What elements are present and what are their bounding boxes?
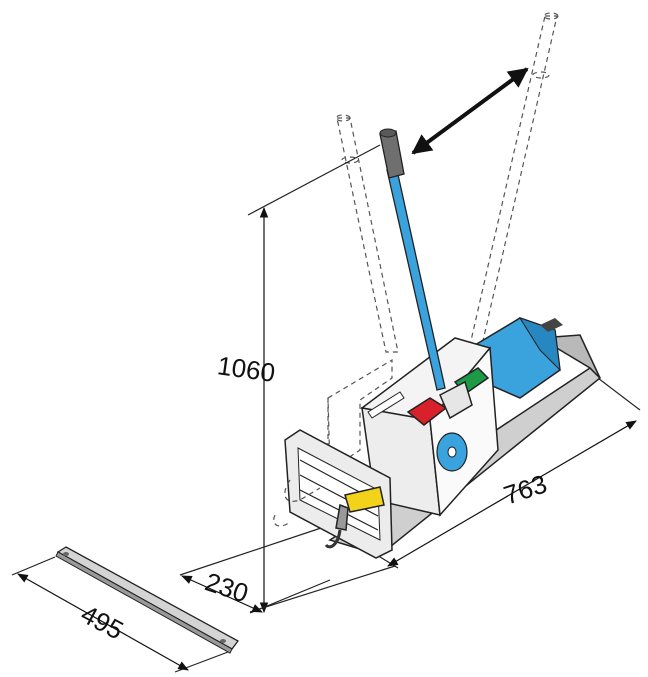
switch-panel [439, 380, 473, 420]
height-label: 1060 [216, 350, 277, 388]
width-label: 230 [202, 566, 253, 608]
length-label: 763 [500, 468, 551, 510]
dimension-length: 763 [371, 371, 641, 569]
double-arrow-icon [411, 67, 529, 155]
lever [386, 169, 446, 391]
dimension-bar-length: 495 [11, 556, 229, 673]
yellow-clamp [335, 486, 385, 531]
ghost-lever-right [469, 12, 559, 346]
lever-grip [379, 128, 405, 179]
ghost-lever-left [335, 114, 399, 353]
dashed-hook-ghost [273, 479, 321, 527]
bar-length-label: 495 [76, 599, 128, 646]
housing [360, 337, 499, 517]
hook [324, 529, 342, 549]
flat-bar [55, 546, 239, 654]
